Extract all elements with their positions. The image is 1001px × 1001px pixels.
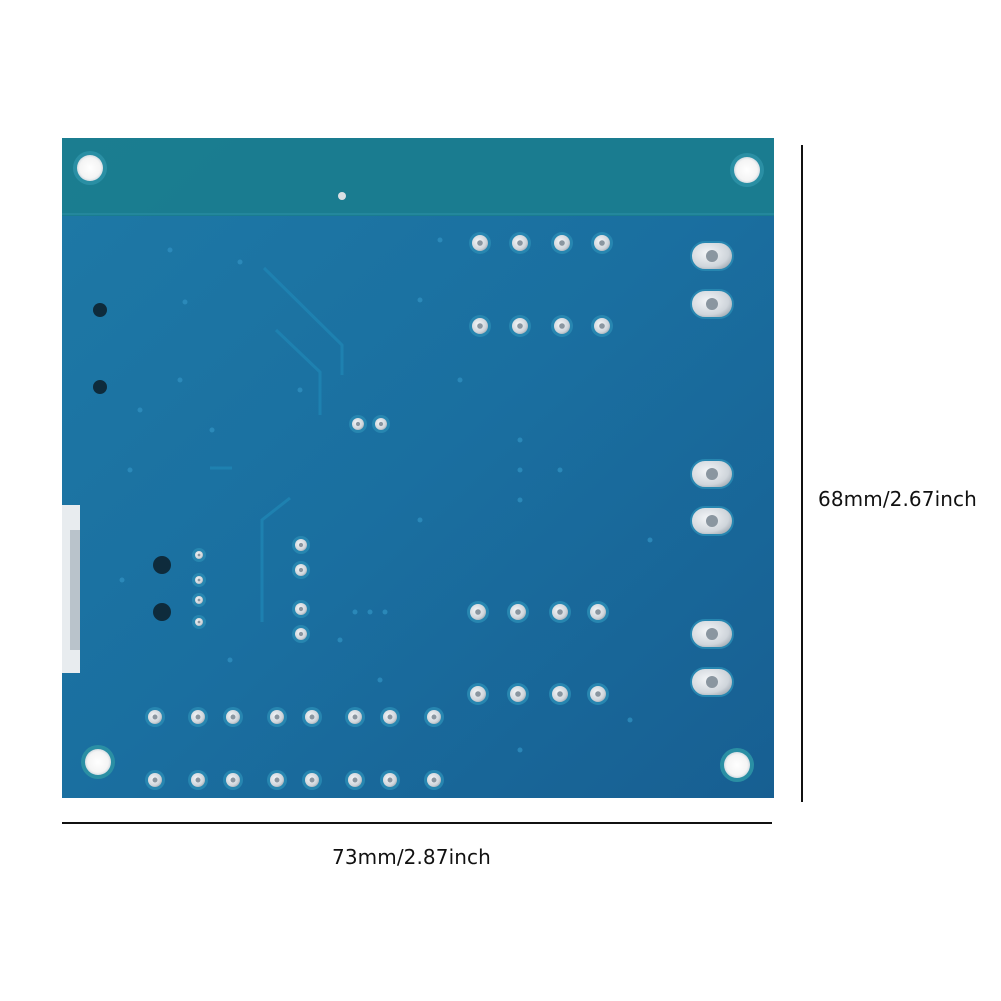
- terminal-pad-icon: [690, 667, 734, 697]
- mounting-hole-icon: [81, 745, 115, 779]
- solder-pad-icon: [223, 770, 243, 790]
- solder-pad-icon: [292, 625, 310, 643]
- solder-pad-icon: [507, 601, 529, 623]
- solder-pad-icon: [380, 707, 400, 727]
- height-dimension-label: 68mm/2.67inch: [818, 487, 977, 511]
- solder-pad-icon: [591, 315, 613, 337]
- solder-pad-icon: [345, 770, 365, 790]
- board-body: [62, 138, 774, 798]
- solder-pad-icon: [467, 683, 489, 705]
- solder-pad-icon: [549, 601, 571, 623]
- solder-pad-icon: [424, 770, 444, 790]
- solder-pad-icon: [145, 707, 165, 727]
- solder-pad-icon: [223, 707, 243, 727]
- solder-pad-icon: [192, 573, 206, 587]
- solder-pad-icon: [587, 601, 609, 623]
- solder-pad-icon: [145, 770, 165, 790]
- solder-pad-icon: [469, 315, 491, 337]
- solder-pad-icon: [372, 415, 390, 433]
- solder-pad-icon: [549, 683, 571, 705]
- mounting-hole-icon: [730, 153, 764, 187]
- solder-pad-icon: [192, 615, 206, 629]
- solder-pad-icon: [292, 600, 310, 618]
- solder-pad-icon: [292, 536, 310, 554]
- pcb-traces: [210, 266, 344, 622]
- mounting-hole-icon: [73, 151, 107, 185]
- solder-pad-icon: [302, 707, 322, 727]
- solder-pad-icon: [551, 315, 573, 337]
- solder-pad-icon: [192, 548, 206, 562]
- terminal-pad-icon: [690, 241, 734, 271]
- terminal-pad-icon: [690, 459, 734, 489]
- mounting-hole-icon: [720, 748, 754, 782]
- solder-pad-icon: [192, 593, 206, 607]
- solder-pad-icon: [349, 415, 367, 433]
- solder-pad-icon: [188, 770, 208, 790]
- solder-pad-icon: [587, 683, 609, 705]
- solder-pad-icon: [188, 707, 208, 727]
- board-top-edge: [62, 138, 774, 216]
- solder-pad-icon: [345, 707, 365, 727]
- solder-pad-icon: [424, 707, 444, 727]
- width-dimension-line: [62, 822, 772, 824]
- solder-pad-icon: [267, 707, 287, 727]
- solder-pad-icon: [380, 770, 400, 790]
- solder-pad-icon: [591, 232, 613, 254]
- solder-pad-icon: [551, 232, 573, 254]
- terminal-pad-icon: [690, 506, 734, 536]
- solder-pad-icon: [467, 601, 489, 623]
- solder-pad-icon: [302, 770, 322, 790]
- width-dimension-label: 73mm/2.87inch: [332, 845, 491, 869]
- solder-pad-icon: [507, 683, 529, 705]
- solder-pad-icon: [509, 232, 531, 254]
- solder-pad-icon: [292, 561, 310, 579]
- terminal-pad-icon: [690, 289, 734, 319]
- solder-pad-icon: [469, 232, 491, 254]
- height-dimension-line: [801, 145, 803, 802]
- terminal-pad-icon: [690, 619, 734, 649]
- solder-pad-icon: [509, 315, 531, 337]
- solder-pad-icon: [267, 770, 287, 790]
